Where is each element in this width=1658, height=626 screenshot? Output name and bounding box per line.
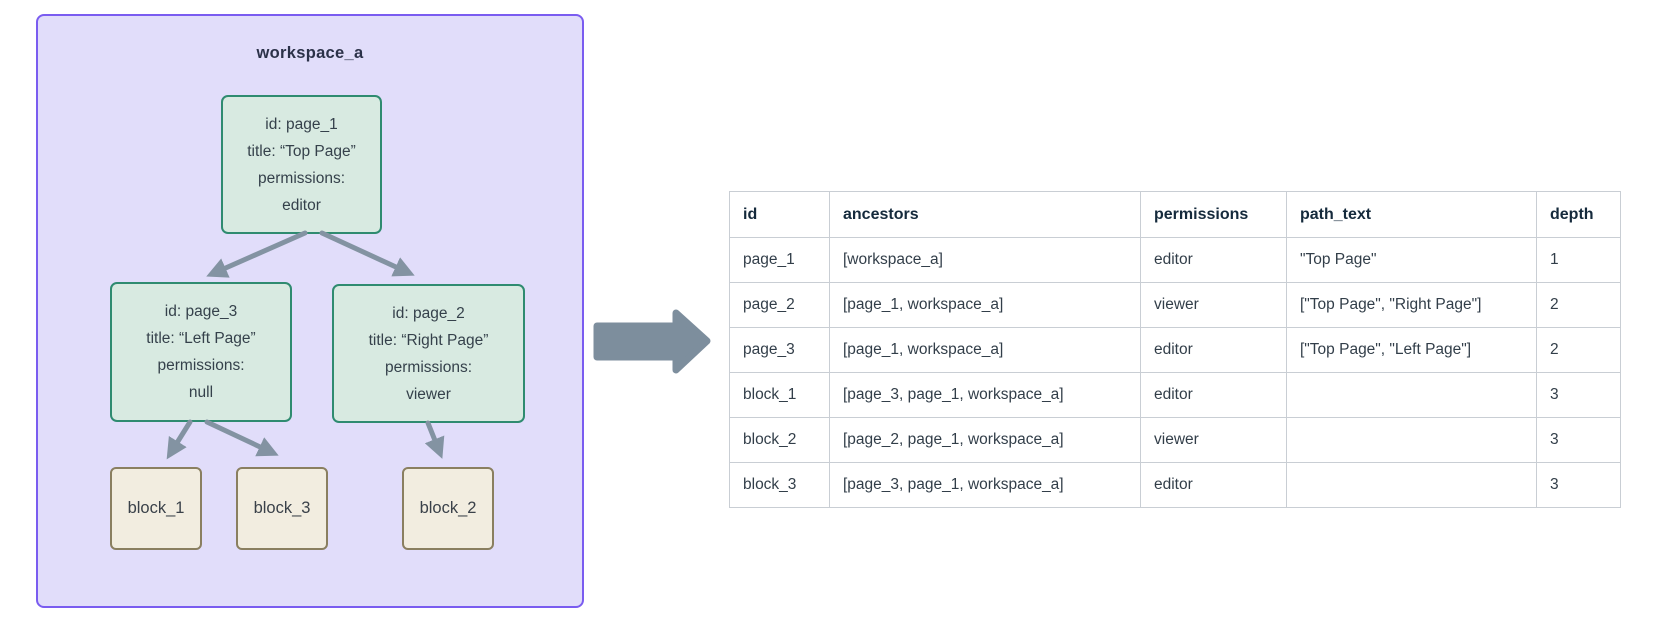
cell-id: page_3 bbox=[729, 327, 830, 373]
cell-ancestors: [page_3, page_1, workspace_a] bbox=[829, 372, 1141, 418]
cell-ancestors: [page_1, workspace_a] bbox=[829, 327, 1141, 373]
node-line: null bbox=[188, 384, 214, 401]
cell-id: page_2 bbox=[729, 282, 830, 328]
cell-depth: 2 bbox=[1536, 282, 1621, 328]
node-label: block_1 bbox=[127, 499, 185, 517]
column-header-depth: depth bbox=[1536, 191, 1621, 238]
cell-path-text bbox=[1286, 372, 1537, 418]
node-line: id: page_1 bbox=[265, 115, 338, 133]
cell-depth: 3 bbox=[1536, 372, 1621, 418]
cell-ancestors: [workspace_a] bbox=[829, 237, 1141, 283]
node-line: permissions: bbox=[385, 358, 472, 376]
column-header-permissions: permissions bbox=[1140, 191, 1287, 238]
cell-permissions: editor bbox=[1140, 237, 1287, 283]
cell-id: block_3 bbox=[729, 462, 830, 508]
workspace-container: workspace_a id: page_1 title: “Top Page”… bbox=[36, 14, 584, 608]
node-page-1: id: page_1 title: “Top Page” permissions… bbox=[221, 95, 382, 234]
node-page-3: id: page_3 title: “Left Page” permission… bbox=[110, 282, 292, 422]
cell-depth: 2 bbox=[1536, 327, 1621, 373]
cell-permissions: editor bbox=[1140, 372, 1287, 418]
node-block-2: block_2 bbox=[402, 467, 494, 550]
cell-path-text bbox=[1286, 462, 1537, 508]
cell-path-text: ["Top Page", "Left Page"] bbox=[1286, 327, 1537, 373]
node-line: title: “Left Page” bbox=[146, 330, 256, 347]
cell-depth: 1 bbox=[1536, 237, 1621, 283]
cell-id: page_1 bbox=[729, 237, 830, 283]
node-line: viewer bbox=[406, 385, 451, 403]
table-row: page_1 [workspace_a] editor "Top Page" 1 bbox=[729, 237, 1621, 283]
node-line: id: page_2 bbox=[392, 304, 465, 322]
table-header-row: id ancestors permissions path_text depth bbox=[729, 191, 1621, 238]
cell-path-text bbox=[1286, 417, 1537, 463]
cell-path-text: "Top Page" bbox=[1286, 237, 1537, 283]
cell-permissions: editor bbox=[1140, 327, 1287, 373]
node-line: title: “Right Page” bbox=[368, 331, 489, 349]
node-line: permissions: bbox=[157, 357, 245, 374]
column-header-ancestors: ancestors bbox=[829, 191, 1141, 238]
node-label: block_3 bbox=[253, 499, 311, 517]
table-row: page_2 [page_1, workspace_a] viewer ["To… bbox=[729, 282, 1621, 328]
cell-ancestors: [page_2, page_1, workspace_a] bbox=[829, 417, 1141, 463]
cell-id: block_1 bbox=[729, 372, 830, 418]
workspace-label: workspace_a bbox=[256, 44, 364, 62]
column-header-path-text: path_text bbox=[1286, 191, 1537, 238]
table-row: block_3 [page_3, page_1, workspace_a] ed… bbox=[729, 462, 1621, 508]
node-line: title: “Top Page” bbox=[247, 142, 356, 160]
cell-ancestors: [page_3, page_1, workspace_a] bbox=[829, 462, 1141, 508]
node-block-3: block_3 bbox=[236, 467, 328, 550]
node-page-2: id: page_2 title: “Right Page” permissio… bbox=[332, 284, 525, 423]
node-line: editor bbox=[282, 196, 321, 214]
cell-id: block_2 bbox=[729, 417, 830, 463]
node-line: id: page_3 bbox=[164, 303, 238, 320]
cell-permissions: editor bbox=[1140, 462, 1287, 508]
cell-path-text: ["Top Page", "Right Page"] bbox=[1286, 282, 1537, 328]
table-row: block_1 [page_3, page_1, workspace_a] ed… bbox=[729, 372, 1621, 418]
node-block-1: block_1 bbox=[110, 467, 202, 550]
cell-depth: 3 bbox=[1536, 417, 1621, 463]
table-row: page_3 [page_1, workspace_a] editor ["To… bbox=[729, 327, 1621, 373]
cell-permissions: viewer bbox=[1140, 282, 1287, 328]
column-header-id: id bbox=[729, 191, 830, 238]
result-table: id ancestors permissions path_text depth… bbox=[729, 191, 1621, 508]
table-row: block_2 [page_2, page_1, workspace_a] vi… bbox=[729, 417, 1621, 463]
node-line: permissions: bbox=[258, 169, 345, 187]
cell-depth: 3 bbox=[1536, 462, 1621, 508]
cell-permissions: viewer bbox=[1140, 417, 1287, 463]
node-label: block_2 bbox=[419, 499, 477, 517]
cell-ancestors: [page_1, workspace_a] bbox=[829, 282, 1141, 328]
